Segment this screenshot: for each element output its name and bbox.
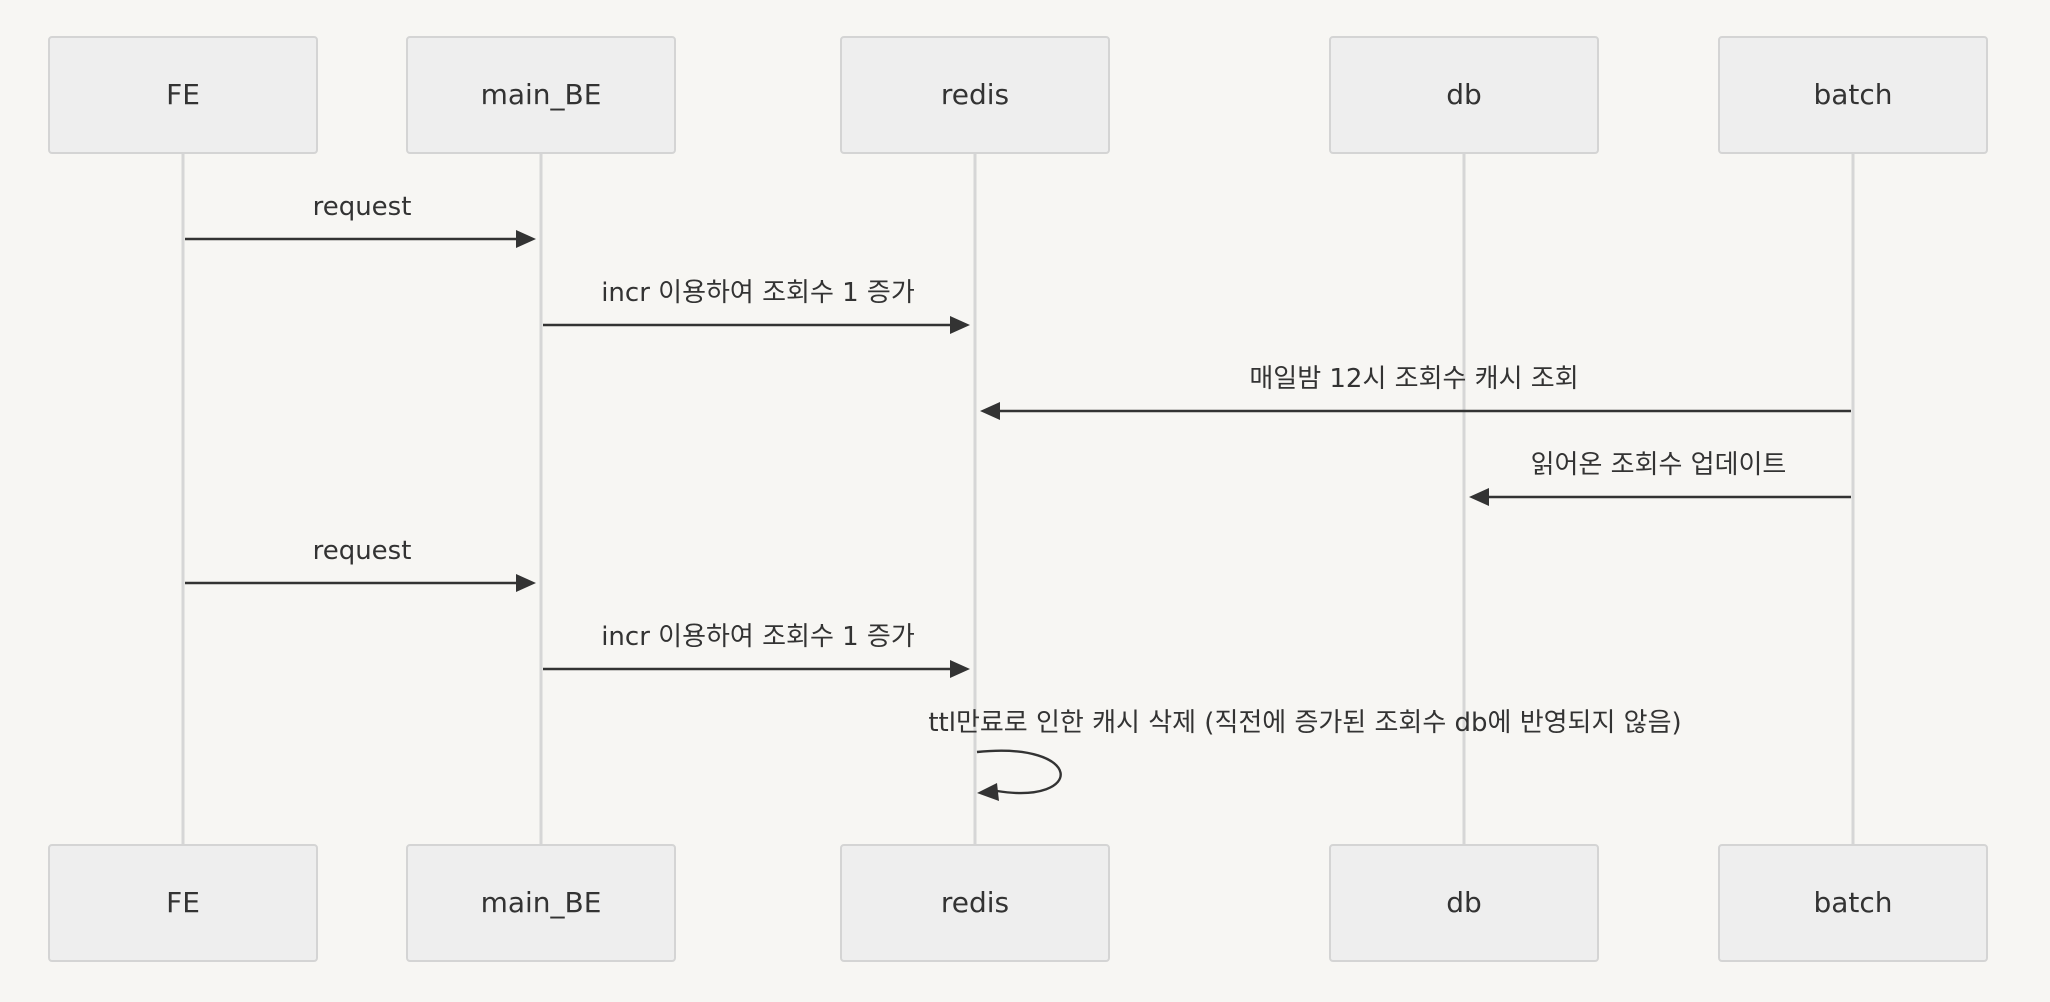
message-label: 매일밤 12시 조회수 캐시 조회 xyxy=(1249,364,1578,394)
message-label: 읽어온 조회수 업데이트 xyxy=(1531,450,1787,480)
participant-box xyxy=(1329,844,1599,962)
arrowhead xyxy=(977,783,999,801)
message-label: request xyxy=(313,192,412,222)
participant-box xyxy=(406,36,676,154)
message-label: ttl만료로 인한 캐시 삭제 (직전에 증가된 조회수 db에 반영되지 않음… xyxy=(928,708,1681,738)
participant-label: FE xyxy=(166,78,200,111)
message-4: 읽어온 조회수 업데이트 xyxy=(1469,450,1851,506)
arrowhead xyxy=(980,402,1000,420)
participant-label: main_BE xyxy=(481,78,602,111)
participant-box xyxy=(840,844,1110,962)
participant-batch-bottom: batch xyxy=(1718,844,1988,962)
participant-main-be-bottom: main_BE xyxy=(406,844,676,962)
participant-box xyxy=(48,36,318,154)
participant-boxes: FEFEmain_BEmain_BEredisredisdbdbbatchbat… xyxy=(48,36,1988,962)
message-3: 매일밤 12시 조회수 캐시 조회 xyxy=(980,364,1851,420)
participant-db-bottom: db xyxy=(1329,844,1599,962)
participant-main-be-top: main_BE xyxy=(406,36,676,154)
message-label: request xyxy=(313,536,412,566)
arrowhead xyxy=(516,574,536,592)
participant-db-top: db xyxy=(1329,36,1599,154)
arrowhead xyxy=(516,230,536,248)
self-loop-line xyxy=(976,749,1062,795)
participant-box xyxy=(840,36,1110,154)
participant-label: FE xyxy=(166,886,200,919)
participant-box xyxy=(1718,36,1988,154)
participant-label: main_BE xyxy=(481,886,602,919)
participant-label: db xyxy=(1446,78,1482,111)
message-label: incr 이용하여 조회수 1 증가 xyxy=(601,622,915,652)
participant-box xyxy=(48,844,318,962)
message-7: ttl만료로 인한 캐시 삭제 (직전에 증가된 조회수 db에 반영되지 않음… xyxy=(928,708,1682,801)
participant-label: redis xyxy=(941,78,1009,111)
message-5: request xyxy=(185,536,536,592)
arrowhead xyxy=(950,316,970,334)
participant-box xyxy=(1718,844,1988,962)
participant-label: batch xyxy=(1813,886,1892,919)
arrowhead xyxy=(1469,488,1489,506)
message-1: request xyxy=(185,192,536,248)
message-label: incr 이용하여 조회수 1 증가 xyxy=(601,278,915,308)
arrowhead xyxy=(950,660,970,678)
participant-fe-bottom: FE xyxy=(48,844,318,962)
participant-label: redis xyxy=(941,886,1009,919)
participant-label: batch xyxy=(1813,78,1892,111)
participant-box xyxy=(406,844,676,962)
participant-batch-top: batch xyxy=(1718,36,1988,154)
message-2: incr 이용하여 조회수 1 증가 xyxy=(543,278,970,334)
participant-redis-bottom: redis xyxy=(840,844,1110,962)
participant-label: db xyxy=(1446,886,1482,919)
lifelines xyxy=(181,153,1855,845)
participant-redis-top: redis xyxy=(840,36,1110,154)
participant-box xyxy=(1329,36,1599,154)
message-6: incr 이용하여 조회수 1 증가 xyxy=(543,622,970,678)
participant-fe-top: FE xyxy=(48,36,318,154)
